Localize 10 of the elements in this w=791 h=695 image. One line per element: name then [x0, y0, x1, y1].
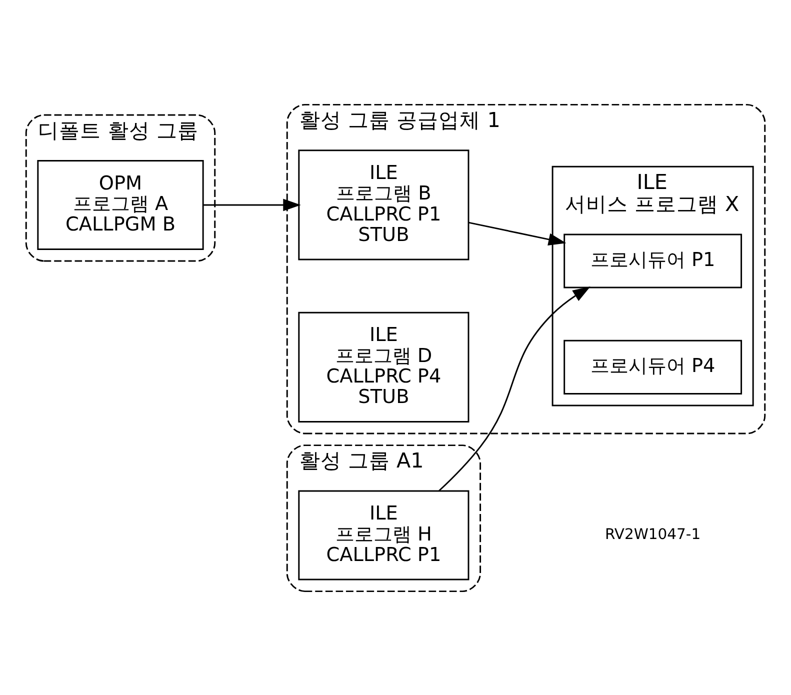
node-box: 프로시듀어 P4 [564, 339, 742, 394]
arrow [204, 198, 301, 211]
node-box: ILE 프로그램 D CALLPRC P4 STUB [298, 311, 470, 422]
node-box: ILE 프로그램 H CALLPRC P1 [298, 490, 470, 580]
node-box: OPM 프로그램 A CALLPGM B [37, 160, 204, 250]
label: RV2W1047-1 [604, 525, 701, 542]
arrow [468, 221, 566, 245]
arrow [438, 286, 590, 491]
node-box: 프로시듀어 P1 [564, 233, 742, 288]
node-box: ILE 프로그램 B CALLPRC P1 STUB [298, 149, 470, 260]
